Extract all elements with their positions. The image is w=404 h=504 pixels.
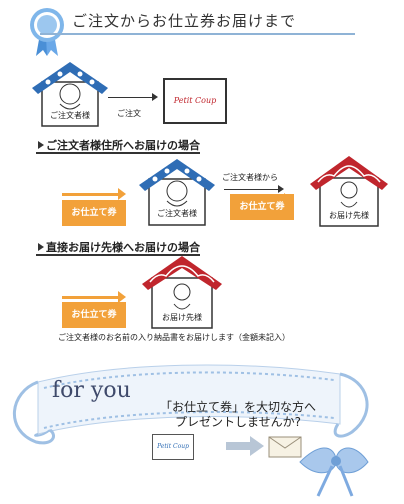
section2-voucher-button2: お仕立て券 — [230, 194, 294, 220]
section3-note: ご注文者様のお名前の入り納品書をお届けします（金額未記入） — [58, 333, 290, 342]
banner-line2: プレゼントしませんか? — [175, 415, 302, 429]
house-recipient2-label: お届け先様 — [162, 313, 202, 322]
envelope-icon — [268, 436, 302, 458]
house-orderer-label: ご注文者様 — [50, 111, 90, 120]
petit-coup-text: Petit Coup — [173, 96, 217, 105]
arrow-line — [108, 97, 156, 98]
section2-thin-arrow — [224, 189, 282, 190]
section2-heading: ご注文者様住所へお届けの場合 — [46, 139, 200, 152]
house-orderer-icon — [30, 58, 110, 128]
for-you-text: for you — [52, 378, 131, 403]
section3-voucher-button: お仕立て券 — [62, 302, 126, 328]
ribbon-banner — [0, 352, 404, 500]
order-arrow-label: ご注文 — [117, 109, 141, 118]
section2-arrow-icon — [38, 141, 44, 149]
house-orderer2-label: ご注文者様 — [157, 209, 197, 218]
banner-petit-coup-text: Petit Coup — [157, 443, 189, 450]
banner-petit-coup-card: Petit Coup — [152, 434, 194, 460]
section3-arrow-icon — [38, 243, 44, 251]
house-orderer2-icon — [137, 155, 217, 227]
section2-from-label: ご注文者様から — [222, 173, 278, 182]
house-recipient-label: お届け先様 — [329, 211, 369, 220]
section2-thin-arrow-head — [278, 185, 284, 193]
page-title: ご注文からお仕立券お届けまで — [72, 12, 297, 30]
section3-heading: 直接お届け先様へお届けの場合 — [46, 241, 200, 254]
banner-arrow-icon — [226, 436, 264, 456]
rosette-icon — [28, 6, 66, 58]
section2-orange-arrow-head — [118, 188, 126, 200]
banner-line1: 「お仕立て券」を大切な方へ — [160, 400, 317, 414]
house-recipient-icon — [308, 152, 390, 228]
arrow-head-icon — [152, 93, 158, 101]
title-divider — [40, 33, 355, 35]
house-recipient2-icon — [140, 252, 224, 330]
section3-orange-arrow-line — [62, 296, 122, 299]
section3-orange-arrow-head — [118, 291, 126, 303]
section2-orange-arrow-line — [62, 193, 122, 196]
petit-coup-logo: Petit Coup — [163, 78, 227, 124]
section2-underline — [36, 152, 200, 154]
section2-voucher-button: お仕立て券 — [62, 200, 126, 226]
section3-underline — [36, 254, 200, 256]
